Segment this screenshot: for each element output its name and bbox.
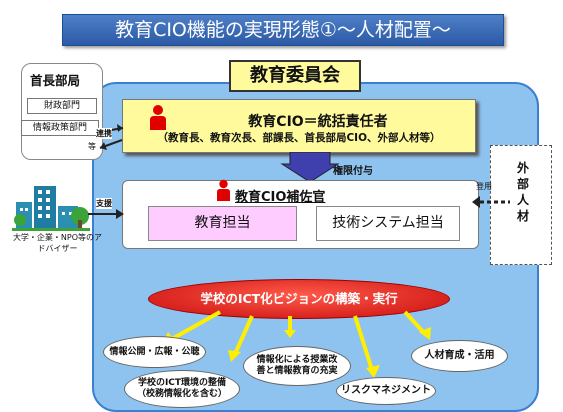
person-icon — [150, 105, 166, 130]
page-title: 教育CIO機能の実現形態①～人材配置～ — [62, 14, 504, 46]
cio-subtitle: （教育長、教育次長、部課長、首長部局CIO、外部人材等） — [157, 132, 441, 144]
board-label: 教育委員会 — [229, 60, 361, 92]
outcome-risk: リスクマネジメント — [336, 377, 436, 405]
cio-title: 教育CIO＝統括責任者 — [248, 114, 388, 130]
authority-label: 権限付与 — [333, 166, 373, 177]
edu-role-box: 教育担当 — [148, 206, 297, 241]
support-label: 支援 — [96, 198, 112, 209]
info-policy-dept: 情報政策部門 — [21, 120, 99, 136]
outcome-lessons-text: 情報化による授業改善と情報教育の充実 — [256, 355, 338, 376]
outcome-pr: 情報公開・広報・公聴 — [103, 336, 206, 368]
support-arrow-icon — [88, 209, 124, 219]
cooperation-label: 連携 — [96, 128, 112, 139]
outcome-env-line2: （校務情報化を含む） — [136, 389, 227, 399]
buildings-icon — [12, 186, 90, 231]
external-label: 外部人材 — [517, 161, 530, 223]
appoint-arrow-icon — [472, 196, 510, 208]
vision-ellipse: 学校のICT化ビジョンの構築・実行 — [148, 279, 450, 319]
arrow-down-icon — [280, 152, 340, 182]
aide-box: 教育CIO補佐官 教育担当 技術システム担当 — [122, 179, 479, 249]
outcome-hr: 人材育成・活用 — [411, 340, 508, 372]
outcome-env: 学校のICT環境の整備 （校務情報化を含む） — [124, 370, 240, 408]
cio-box: 教育CIO＝統括責任者 （教育長、教育次長、部課長、首長部局CIO、外部人材等） — [122, 99, 476, 153]
outcome-env-line1: 学校のICT環境の整備 — [137, 378, 227, 389]
mayor-dept-box: 首長部局 財政部門 情報政策部門 等 — [21, 63, 103, 160]
mayor-title: 首長部局 — [30, 73, 81, 88]
tech-role-box: 技術システム担当 — [316, 206, 460, 241]
finance-dept: 財政部門 — [27, 98, 97, 114]
appoint-label: 登用 — [476, 182, 492, 191]
aide-title: 教育CIO補佐官 — [235, 190, 326, 205]
person-icon — [217, 179, 230, 201]
advisors-label: 大学・企業・NPO等のアドバイザー — [12, 233, 103, 253]
external-box: 外部人材 — [490, 145, 552, 265]
mayor-etc: 等 — [88, 142, 96, 151]
outcome-lessons: 情報化による授業改善と情報教育の充実 — [243, 346, 351, 386]
